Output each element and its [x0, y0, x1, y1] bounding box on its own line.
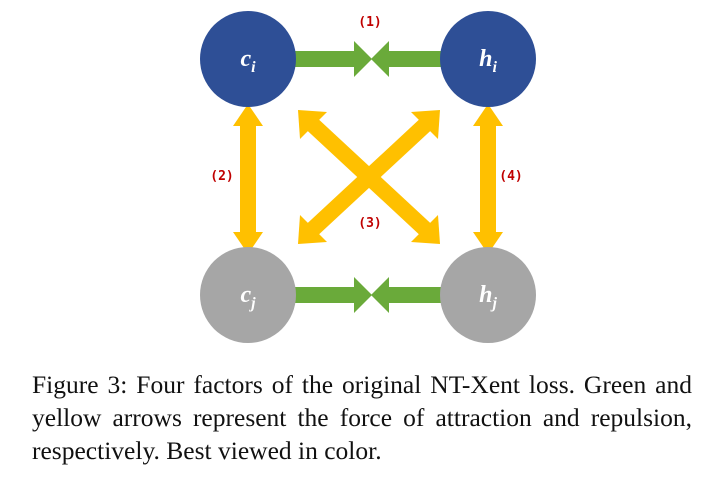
arrow-head-bottom-left: [354, 277, 372, 313]
arrow-shaft-right: [480, 123, 496, 235]
arrow-shaft-top-left: [295, 51, 357, 67]
node-c-j-circle: [200, 247, 296, 343]
node-h-j-circle: [440, 247, 536, 343]
arrow-head-top-left: [354, 41, 372, 77]
factor-label-3: (3): [358, 216, 381, 231]
arrow-head-left-up: [233, 104, 263, 126]
arrow-head-top-right: [371, 41, 389, 77]
arrow-head-bottom-right: [371, 277, 389, 313]
arrow-head-right-down: [473, 232, 503, 254]
arrow-head-diagonal-anti-start: [411, 110, 440, 139]
arrow-shaft-top-right: [386, 51, 442, 67]
node-h-j: hj: [440, 247, 536, 343]
repulsion-arrow-diagonal-anti: [298, 110, 440, 244]
factor-label-4: (4): [499, 169, 522, 184]
figure-caption: Figure 3: Four factors of the original N…: [32, 370, 692, 465]
arrow-shaft-bottom-right: [386, 287, 442, 303]
arrow-head-diagonal-main-end: [411, 215, 440, 244]
node-c-i: ci: [200, 11, 296, 107]
node-h-i: hi: [440, 11, 536, 107]
arrow-head-left-down: [233, 232, 263, 254]
node-c-j-label: cj: [240, 282, 256, 312]
node-c-j-subscript: j: [248, 295, 256, 312]
factor-label-1: (1): [358, 15, 381, 30]
node-c-i-subscript: i: [251, 59, 256, 76]
repulsion-arrow-right: [473, 104, 503, 254]
arrow-shaft-left: [240, 123, 256, 235]
node-h-i-subscript: i: [492, 59, 497, 76]
node-h-j-label: hj: [479, 282, 497, 312]
node-c-i-circle: [200, 11, 296, 107]
repulsion-arrow-left: [233, 104, 263, 254]
node-h-i-circle: [440, 11, 536, 107]
node-c-i-label: ci: [240, 46, 256, 76]
arrow-head-right-up: [473, 104, 503, 126]
node-h-i-label: hi: [479, 46, 497, 76]
node-c-j: cj: [200, 247, 296, 343]
arrow-shaft-diagonal-anti: [307, 119, 431, 235]
factor-label-2: (2): [210, 169, 233, 184]
attraction-arrow-bottom: [295, 277, 442, 313]
node-h-j-subscript: j: [489, 295, 497, 312]
attraction-arrow-top: [295, 41, 442, 77]
arrow-head-diagonal-main-start: [298, 110, 327, 139]
arrow-shaft-bottom-left: [295, 287, 357, 303]
arrow-head-diagonal-anti-end: [298, 215, 327, 244]
